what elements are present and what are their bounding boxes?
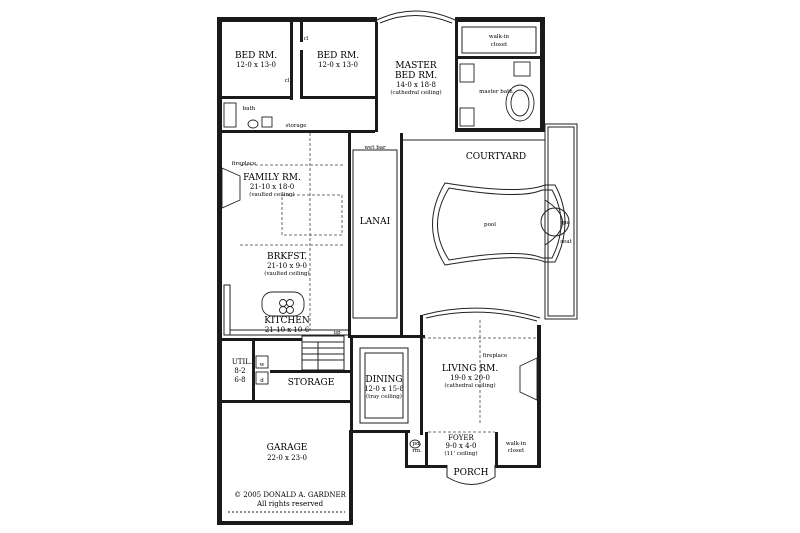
copyright: © 2005 DONALD A. GARDNER All rights rese… bbox=[234, 491, 347, 508]
brkfst-name: BRKFST. bbox=[267, 252, 307, 262]
courtyard bbox=[403, 123, 578, 320]
washer bbox=[255, 355, 269, 369]
copyright-line-1: © 2005 DONALD A. GARDNER bbox=[234, 491, 347, 499]
family-name: FAMILY RM. bbox=[243, 173, 301, 183]
family-fireplace bbox=[221, 167, 241, 209]
seat-label: seat bbox=[560, 239, 572, 245]
kitchen-dims: 21-10 x 10-6 bbox=[265, 326, 310, 334]
spa-label: spa bbox=[560, 220, 570, 226]
family-fireplace-label: fireplace bbox=[232, 161, 256, 167]
family-note: (vaulted ceiling) bbox=[249, 191, 294, 198]
copyright-line-2: All rights reserved bbox=[256, 500, 324, 508]
foyer-walls bbox=[405, 430, 541, 468]
foyer-walkin-label-2: closet bbox=[508, 448, 525, 454]
dining-note: (tray ceiling) bbox=[366, 393, 402, 400]
master-wing-walls bbox=[455, 22, 540, 132]
living-name: LIVING RM. bbox=[442, 364, 499, 374]
toilet bbox=[247, 119, 259, 129]
stairs bbox=[301, 335, 345, 371]
foyer-note: (11' ceiling) bbox=[444, 450, 477, 457]
garage-dims: 22-0 x 23-0 bbox=[267, 454, 307, 462]
powder-toilet bbox=[409, 439, 421, 449]
dryer bbox=[255, 371, 269, 385]
living-fireplace bbox=[519, 357, 538, 401]
foyer-dims: 9-0 x 4-0 bbox=[446, 442, 477, 450]
util-name: UTIL. bbox=[232, 358, 252, 366]
master-bay-window bbox=[376, 10, 456, 21]
living-note: (cathedral ceiling) bbox=[444, 382, 495, 389]
closet-label-1: cl bbox=[304, 36, 309, 42]
dining-walls bbox=[350, 335, 425, 433]
bedroom-walls bbox=[222, 22, 378, 133]
bathtub bbox=[223, 102, 237, 128]
storage-small-label: storage bbox=[285, 123, 306, 129]
kitchen-counter bbox=[223, 284, 231, 336]
garage-name: GARAGE bbox=[267, 443, 308, 453]
lanai-structure bbox=[348, 133, 403, 338]
lanai-name: LANAI bbox=[360, 217, 391, 227]
bath-label: bath bbox=[243, 106, 256, 112]
pool bbox=[432, 182, 566, 266]
room-labels: BED RM. 12-0 x 13-0 BED RM. 12-0 x 13-0 … bbox=[232, 51, 526, 478]
bed1-dims: 12-0 x 13-0 bbox=[236, 61, 276, 69]
kitchen-name: KITCHEN bbox=[264, 316, 310, 326]
washer-label: w bbox=[260, 362, 265, 368]
living-dims: 19-0 x 20-0 bbox=[450, 374, 490, 382]
master-note: (cathedral ceiling) bbox=[390, 89, 441, 96]
wet-bar-label: wet bar bbox=[364, 145, 386, 151]
walkin-closet-label-1: walk-in bbox=[489, 34, 510, 40]
exterior-walls bbox=[217, 17, 545, 525]
util-dims1: 8-2 bbox=[234, 367, 245, 375]
brkfst-dims: 21-10 x 9-0 bbox=[267, 262, 307, 270]
powder-room-label-1: pd. bbox=[413, 441, 422, 447]
util-dims2: 6-8 bbox=[234, 376, 245, 384]
sink bbox=[261, 116, 273, 128]
closet-label-2: cl bbox=[285, 78, 290, 84]
bed2-name: BED RM. bbox=[317, 51, 359, 61]
porch-bay bbox=[446, 465, 496, 485]
master-dims: 14-0 x 18-8 bbox=[396, 81, 436, 89]
bed2-dims: 12-0 x 13-0 bbox=[318, 61, 358, 69]
bed1-name: BED RM. bbox=[235, 51, 277, 61]
stairs-up-label: up bbox=[333, 330, 341, 336]
pool-label: pool bbox=[484, 222, 496, 228]
storage-name: STORAGE bbox=[288, 378, 335, 388]
master-bath-label: master bath bbox=[479, 89, 513, 95]
interior-dashed-lines bbox=[240, 133, 345, 330]
master-name2: BED RM. bbox=[395, 71, 437, 81]
dryer-label: d bbox=[260, 378, 264, 384]
master-sink bbox=[459, 63, 475, 83]
foyer-name: FOYER bbox=[448, 434, 474, 442]
master-name1: MASTER bbox=[395, 61, 436, 71]
porch-name: PORCH bbox=[454, 468, 489, 478]
dining-name: DINING bbox=[365, 375, 402, 385]
brkfst-note: (vaulted ceiling) bbox=[264, 270, 309, 277]
dining-dims: 12-0 x 15-8 bbox=[364, 385, 404, 393]
small-labels: cl cl walk-in closet master bath bath st… bbox=[232, 34, 573, 454]
family-dims: 21-10 x 18-0 bbox=[250, 183, 294, 191]
walkin-closet-label-2: closet bbox=[491, 42, 508, 48]
living-fireplace-label: fireplace bbox=[483, 353, 507, 359]
powder-room-label-2: rm. bbox=[412, 448, 422, 454]
foyer-walkin-label-1: walk-in bbox=[506, 441, 527, 447]
courtyard-name: COURTYARD bbox=[466, 152, 526, 162]
